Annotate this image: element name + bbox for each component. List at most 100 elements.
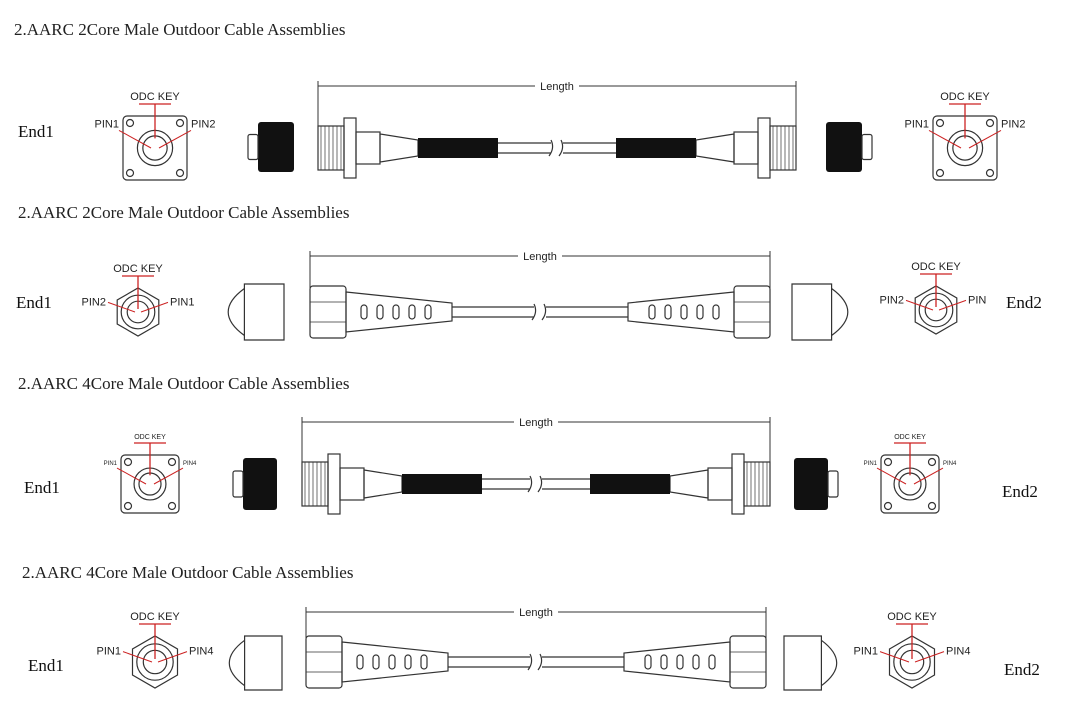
mount-hole — [935, 168, 945, 178]
cap-body — [258, 122, 294, 172]
boot-slot — [708, 654, 716, 670]
section-3-end-right-label: End2 — [1002, 482, 1038, 501]
pin-right-label: PIN1 — [170, 296, 194, 308]
section-4-right-hex-face-icon: ODC KEY PIN1 PIN4 — [854, 611, 970, 689]
dimension-gap — [514, 604, 558, 618]
pin-left-label: PIN2 — [880, 294, 904, 306]
mount-hole — [125, 168, 135, 178]
mount-hole — [985, 168, 995, 178]
pin-left-label: PIN1 — [104, 461, 118, 467]
boot-slot — [420, 654, 428, 670]
mount-hole — [125, 118, 135, 128]
hex-nut — [116, 287, 160, 337]
mount-hole — [167, 457, 177, 467]
pin-right-leader — [913, 467, 944, 485]
section-3-right-dust-cap — [794, 458, 839, 510]
face-inner-ring — [142, 135, 168, 161]
section-3-left-dust-cap — [232, 458, 277, 510]
odc-key-label: ODC KEY — [113, 263, 163, 275]
pin-left-label: PIN1 — [905, 118, 929, 130]
section-2-title: 2.AARC 2Core Male Outdoor Cable Assembli… — [18, 203, 350, 222]
boot-slot — [696, 304, 704, 320]
boot-slot — [660, 654, 668, 670]
strain-relief-boot — [341, 641, 449, 683]
boot-taper — [379, 133, 419, 163]
pin-right-leader — [157, 651, 188, 663]
pin-left-label: PIN2 — [82, 296, 106, 308]
pin-right-label: PIN4 — [946, 646, 970, 658]
hex-nut — [729, 635, 767, 689]
boot-taper — [363, 469, 403, 499]
mount-hole — [167, 501, 177, 511]
black-jacket — [402, 474, 482, 494]
black-jacket — [418, 138, 498, 158]
cap-body — [794, 458, 828, 510]
boot-slot — [388, 654, 396, 670]
mount-hole — [175, 118, 185, 128]
cap-outline — [791, 283, 849, 341]
boot-slot — [360, 304, 368, 320]
length-label: Length — [519, 607, 553, 619]
mount-hole — [883, 457, 893, 467]
section-3-title: 2.AARC 4Core Male Outdoor Cable Assembli… — [18, 374, 350, 393]
cable-end-left — [301, 453, 482, 515]
boot-slot — [680, 304, 688, 320]
section-2-cable-assembly — [309, 285, 771, 339]
odc-key-label: ODC KEY — [887, 611, 937, 623]
cable-end-right — [590, 453, 771, 515]
mount-hole — [927, 457, 937, 467]
section-4-left-protective-cap — [228, 635, 283, 691]
length-label: Length — [523, 251, 557, 263]
hex-nut — [733, 285, 771, 339]
pin-left-label: PIN1 — [854, 646, 878, 658]
section-2-right-protective-cap — [791, 283, 849, 341]
pin-right-leader — [914, 651, 945, 663]
hex-nut — [131, 635, 179, 689]
odc-key-label: ODC KEY — [911, 261, 961, 273]
section-3-length-dimension: Length — [301, 414, 771, 474]
face-inner-ring — [952, 135, 978, 161]
cap-outline — [228, 635, 283, 691]
mount-hole — [927, 501, 937, 511]
section-1-title: 2.AARC 2Core Male Outdoor Cable Assembli… — [14, 20, 346, 39]
cable-end-right — [616, 117, 797, 179]
pin-left-leader — [118, 129, 152, 149]
boot-slot — [644, 654, 652, 670]
pin-right-leader — [140, 301, 169, 313]
boot-slot — [648, 304, 656, 320]
section-2-end-left-label: End1 — [16, 293, 52, 312]
cable-end-right — [623, 635, 767, 689]
boot-slot — [376, 304, 384, 320]
boot-slot — [404, 654, 412, 670]
dimension-gap — [514, 414, 558, 428]
pin-right-leader — [968, 129, 1002, 149]
face-inner-ring — [138, 472, 162, 496]
dimension-gap — [518, 248, 562, 262]
hex-nut — [914, 285, 958, 335]
section-4-end-left-label: End1 — [28, 656, 64, 675]
pin-left-leader — [876, 467, 907, 485]
boot-slot — [424, 304, 432, 320]
section-3-left-flange-face-icon: ODC KEY PIN1 PIN4 — [104, 434, 197, 514]
mount-hole — [175, 168, 185, 178]
pin-right-label: PIN4 — [183, 461, 197, 467]
section-2-left-hex-face-icon: ODC KEY PIN2 PIN1 — [82, 263, 194, 337]
cable-end-right — [627, 285, 771, 339]
odc-key-label: ODC KEY — [134, 434, 166, 441]
black-jacket — [616, 138, 696, 158]
break-mark — [548, 139, 564, 157]
cable-end-left — [309, 285, 453, 339]
section-4-length-dimension: Length — [305, 604, 767, 652]
pin-left-label: PIN1 — [864, 461, 878, 467]
pin-left-leader — [122, 651, 153, 663]
hex-nut — [305, 635, 343, 689]
nut — [707, 467, 733, 501]
boot-slot — [408, 304, 416, 320]
length-label: Length — [540, 81, 574, 93]
cap-outline — [783, 635, 838, 691]
section-1-cable-assembly — [317, 117, 797, 179]
